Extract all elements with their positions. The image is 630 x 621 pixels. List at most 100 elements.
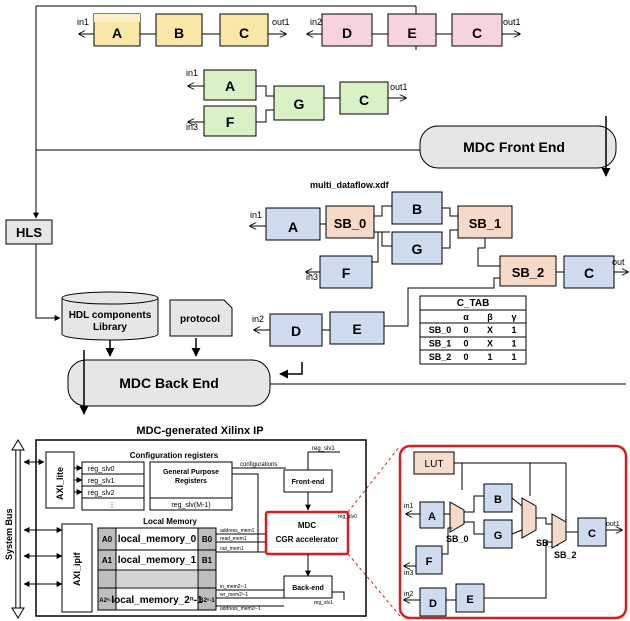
c-tab-cell: X bbox=[487, 339, 493, 349]
mem0-b: B0 bbox=[202, 535, 213, 544]
reg-slv2: reg_slv2 bbox=[88, 490, 115, 497]
c-tab-cell: SB_1 bbox=[429, 339, 452, 349]
back-end-box bbox=[283, 575, 333, 599]
df3-in3-label: in3 bbox=[186, 122, 198, 132]
c-tab-cell: 0 bbox=[463, 325, 468, 335]
df1-out-label: out1 bbox=[272, 17, 290, 27]
hls-box bbox=[5, 219, 53, 245]
mdc-back-end bbox=[67, 359, 271, 407]
mdc-front-end-label: MDC Front End bbox=[463, 139, 565, 155]
reg-slv0-label: reg_slv0 bbox=[338, 514, 357, 520]
mem0-name: local_memory_0 bbox=[118, 534, 197, 545]
zoom-actor-c-label: C bbox=[588, 528, 596, 540]
merged-sb0-label: SB_0 bbox=[334, 216, 367, 231]
merged-sb0 bbox=[325, 205, 375, 239]
c-tab-cell: 1 bbox=[487, 352, 492, 362]
hdl-library-line2: Library bbox=[93, 322, 127, 333]
df1-actor-b-label: B bbox=[174, 25, 184, 41]
df3-actor-c bbox=[339, 81, 389, 115]
mem0-a: A0 bbox=[102, 535, 113, 544]
zoom-actor-f bbox=[415, 545, 443, 575]
read-mem1-label: read_mem1 bbox=[220, 536, 247, 542]
left-flow: HLS HDL components Library protocol MDC … bbox=[5, 150, 626, 415]
df1-actor-c-label: C bbox=[239, 25, 249, 41]
merged-dataflow: in1 A SB_0 B G SB_1 in3 F SB_2 C out in2… bbox=[250, 191, 628, 347]
merged-sb1-label: SB_1 bbox=[469, 216, 502, 231]
df1-actor-c bbox=[219, 13, 269, 47]
dataflow-1: in1 A B C out1 bbox=[77, 13, 290, 47]
reg-slv1-top: reg_slv1 bbox=[312, 446, 335, 452]
merged-actor-c-label: C bbox=[584, 265, 594, 281]
merged-sb2 bbox=[499, 255, 557, 287]
hls-label: HLS bbox=[16, 225, 42, 240]
zoom-sb0-mux bbox=[449, 501, 465, 533]
zoom-actor-c bbox=[577, 517, 607, 547]
zoom-frame bbox=[398, 444, 628, 620]
mdc-cgr-line1: MDC bbox=[298, 521, 316, 530]
df3-actor-f-label: F bbox=[226, 114, 235, 130]
c-tab-cell: 0 bbox=[463, 339, 468, 349]
c-tab-header-1: α bbox=[463, 312, 469, 322]
merged-actor-e bbox=[329, 311, 385, 345]
merged-actor-e-label: E bbox=[352, 321, 361, 337]
c-tab-cell: 0 bbox=[463, 352, 468, 362]
merged-sb2-label: SB_2 bbox=[512, 265, 545, 280]
in-mem-label: in_mem2ⁿ-1 bbox=[220, 584, 247, 590]
df2-actor-c-label: C bbox=[472, 25, 482, 41]
configurations-label: configurations bbox=[240, 462, 277, 468]
zoom-actor-g-label: G bbox=[494, 530, 503, 542]
zoom-sb0-label: SB_0 bbox=[446, 534, 469, 544]
df3-actor-c-label: C bbox=[359, 92, 369, 108]
ip-title: MDC-generated Xilinx IP bbox=[136, 425, 263, 437]
zoom-sb2-mux bbox=[551, 513, 567, 549]
local-memory-title: Local Memory bbox=[143, 517, 197, 526]
c-tab-header-2: β bbox=[487, 312, 493, 322]
input-dataflows: in1 A B C out1 in2 D E C bbox=[35, 5, 617, 190]
address-mem1-label: address_mem1 bbox=[220, 528, 255, 534]
merged-actor-c bbox=[563, 255, 615, 289]
mdc-front-end bbox=[419, 125, 617, 169]
merged-in1-label: in1 bbox=[250, 210, 262, 220]
merged-actor-a-label: A bbox=[288, 219, 298, 235]
df1-actor-b bbox=[155, 13, 203, 47]
c-tab-cell: 1 bbox=[511, 325, 516, 335]
reg-slv1-bottom-label: reg_slv1 bbox=[314, 600, 333, 606]
gp-line1: General Purpose bbox=[163, 469, 219, 476]
mem1-b: B1 bbox=[202, 556, 213, 565]
df3-actor-g bbox=[273, 85, 325, 121]
mdc-cgr-accelerator bbox=[264, 510, 350, 556]
merged-out-label: out bbox=[612, 257, 625, 267]
df2-out-label: out1 bbox=[503, 17, 521, 27]
protocol-document: protocol bbox=[169, 299, 233, 337]
df2-actor-e bbox=[387, 13, 437, 47]
df3-actor-a bbox=[203, 69, 257, 101]
merged-actor-d-label: D bbox=[291, 323, 301, 339]
zoom-actor-b bbox=[483, 483, 513, 513]
out-mem1-label: out_mem1 bbox=[220, 546, 244, 552]
zoom-in1-label: in1 bbox=[404, 503, 413, 510]
df3-actor-g-label: G bbox=[294, 96, 305, 112]
reg-dots: ⋮ bbox=[109, 502, 116, 509]
c-tab-cell: 1 bbox=[511, 352, 516, 362]
mem-last-b: B2ⁿ-1 bbox=[199, 597, 215, 604]
c-tab-cell: X bbox=[487, 325, 493, 335]
merged-actor-f-label: F bbox=[342, 265, 351, 281]
df1-actor-a-label: A bbox=[112, 25, 122, 41]
c-tab-title: C_TAB bbox=[457, 298, 490, 309]
zoom-actor-d bbox=[419, 587, 447, 617]
hdl-library-line1: HDL components bbox=[69, 310, 152, 321]
axi-ipif-label: AXI_ipif bbox=[72, 551, 82, 586]
mem1-name: local_memory_1 bbox=[118, 555, 197, 566]
c-tab-cell: 1 bbox=[511, 339, 516, 349]
mdc-back-end-label: MDC Back End bbox=[119, 375, 219, 391]
merged-actor-a bbox=[265, 207, 321, 241]
zoom-panel: LUT in1 A SB_0 B G SB_1 SB_2 C out1 F i bbox=[398, 444, 628, 620]
axi-lite-box bbox=[45, 451, 75, 509]
config-registers-title: Configuration registers bbox=[130, 451, 219, 460]
zoom-sb1-label: SB_1 bbox=[536, 538, 559, 548]
c-tab-cell: SB_2 bbox=[429, 352, 452, 362]
gp-line2: Registers bbox=[175, 478, 207, 485]
df3-actor-a-label: A bbox=[225, 78, 235, 94]
general-purpose-registers bbox=[149, 461, 233, 511]
